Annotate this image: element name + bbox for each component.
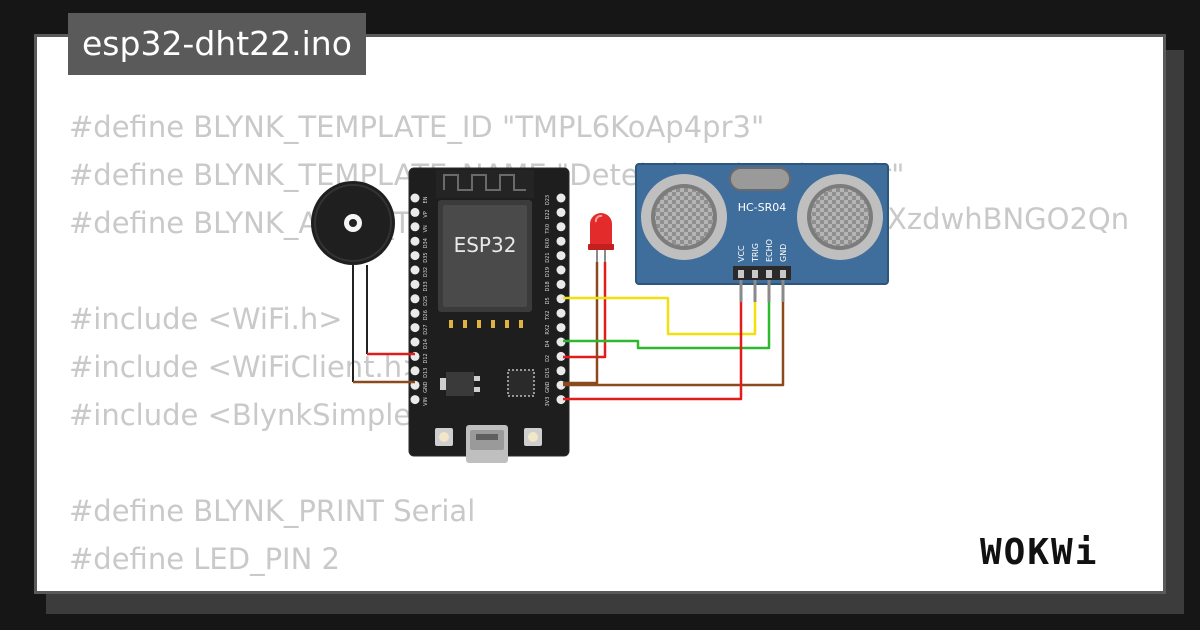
red-led[interactable] (588, 213, 614, 262)
sensor-pin-label: ECHO (765, 239, 774, 262)
esp32-pin-label: TX2 (545, 310, 551, 321)
esp32-pin[interactable] (410, 308, 420, 318)
esp32-pin-label: D2 (545, 355, 551, 362)
esp32-pin-label: VIN (423, 397, 429, 406)
wire-led-d2 (563, 262, 607, 359)
esp32-pin-label: D26 (423, 310, 429, 320)
esp32-label: ESP32 (454, 233, 517, 257)
wire-sensor-gnd (563, 302, 785, 387)
esp32-pin-label: D34 (423, 238, 429, 248)
code-line: #include <WiFiClient.h> (69, 350, 427, 384)
esp32-pin[interactable] (410, 251, 420, 261)
sensor-label: HC-SR04 (738, 201, 787, 214)
esp32-pin[interactable] (556, 207, 566, 217)
esp32-pin[interactable] (410, 323, 420, 333)
sensor-pin-label: VCC (737, 245, 746, 262)
esp32-pin-label: D12 (423, 353, 429, 363)
code-line: #define BLYNK_TEMPLATE_ID "TMPL6KoAp4pr3… (69, 110, 765, 144)
sensor-pin-labels: VCC TRIG ECHO GND (737, 239, 788, 263)
esp32-pin-label: D5 (545, 297, 551, 304)
esp32-pin[interactable] (556, 251, 566, 261)
esp32-pin[interactable] (556, 323, 566, 333)
esp32-pin-label: D23 (545, 195, 551, 205)
esp32-pin[interactable] (410, 294, 420, 304)
esp32-pin-label: D33 (423, 281, 429, 291)
esp32-pin-label: D4 (545, 340, 551, 347)
esp32-pin-label: VN (423, 225, 429, 232)
esp32-board[interactable]: ESP32 ENVPVND34D35D32D33D25D26D27D14D12D… (408, 167, 570, 463)
esp32-pin-label: D32 (423, 267, 429, 277)
hc-sr04-sensor[interactable]: HC-SR04 VCC TRIG ECHO GND (635, 163, 889, 302)
sensor-pin-label: GND (779, 244, 788, 262)
wire-sensor-trig (563, 296, 757, 336)
esp32-pin-label: D35 (423, 252, 429, 262)
esp32-pin[interactable] (556, 366, 566, 376)
code-auth-token-tail: XzdwhBNGO2Qn (887, 202, 1129, 236)
wire-sensor-vcc (563, 302, 743, 401)
wokwi-logo: WOKWi (980, 532, 1098, 573)
code-card: #define BLYNK_TEMPLATE_ID "TMPL6KoAp4pr3… (34, 34, 1166, 594)
esp32-pin[interactable] (556, 222, 566, 232)
esp32-pin[interactable] (556, 236, 566, 246)
esp32-pin-label: VP (423, 211, 429, 217)
esp32-pin-label: EN (423, 196, 429, 203)
esp32-pin[interactable] (556, 308, 566, 318)
code-line: #include <WiFi.h> (69, 302, 343, 336)
esp32-pin-label: GND (545, 381, 551, 393)
esp32-pin[interactable] (410, 337, 420, 347)
esp32-pin-label: RX0 (545, 238, 551, 248)
esp32-pin-label: D18 (545, 281, 551, 291)
esp32-pin[interactable] (410, 193, 420, 203)
code-line: #define ECHO_PIN 4 (69, 583, 1133, 591)
esp32-pin[interactable] (410, 207, 420, 217)
esp32-pin-label: D19 (545, 267, 551, 277)
code-line: #define BLYNK_PRINT Serial (69, 494, 476, 528)
esp32-pin-label: TX0 (545, 224, 551, 235)
esp32-pin-label: RX2 (545, 325, 551, 335)
esp32-pin[interactable] (410, 265, 420, 275)
esp32-pin-label: 3V3 (545, 397, 551, 407)
esp32-pin[interactable] (410, 222, 420, 232)
esp32-pin[interactable] (556, 279, 566, 289)
esp32-pin-label: D25 (423, 296, 429, 306)
esp32-pin[interactable] (556, 395, 566, 405)
wire-led-gnd (563, 262, 599, 385)
esp32-pin-label: D27 (423, 324, 429, 334)
esp32-pin[interactable] (410, 236, 420, 246)
wires (353, 262, 785, 401)
esp32-pin-label: D22 (545, 209, 551, 219)
svg-text:WOKWi: WOKWi (980, 532, 1098, 573)
esp32-pin-label: GND (423, 381, 429, 393)
sensor-pin-label: TRIG (751, 243, 760, 263)
buzzer[interactable] (311, 181, 395, 382)
esp32-pin[interactable] (556, 265, 566, 275)
esp32-pin-label: D13 (423, 368, 429, 378)
esp32-pin-label: D14 (423, 339, 429, 349)
file-tab[interactable]: esp32-dht22.ino (68, 13, 366, 75)
esp32-pin[interactable] (556, 193, 566, 203)
wire-sensor-echo (563, 302, 771, 350)
code-line: #define LED_PIN 2 (69, 542, 340, 576)
esp32-pin[interactable] (410, 366, 420, 376)
esp32-pin-label: D21 (545, 252, 551, 262)
esp32-pin[interactable] (410, 279, 420, 289)
esp32-pin-label: D15 (545, 368, 551, 378)
esp32-pin[interactable] (556, 294, 566, 304)
esp32-pin[interactable] (410, 395, 420, 405)
esp32-pin[interactable] (556, 351, 566, 361)
